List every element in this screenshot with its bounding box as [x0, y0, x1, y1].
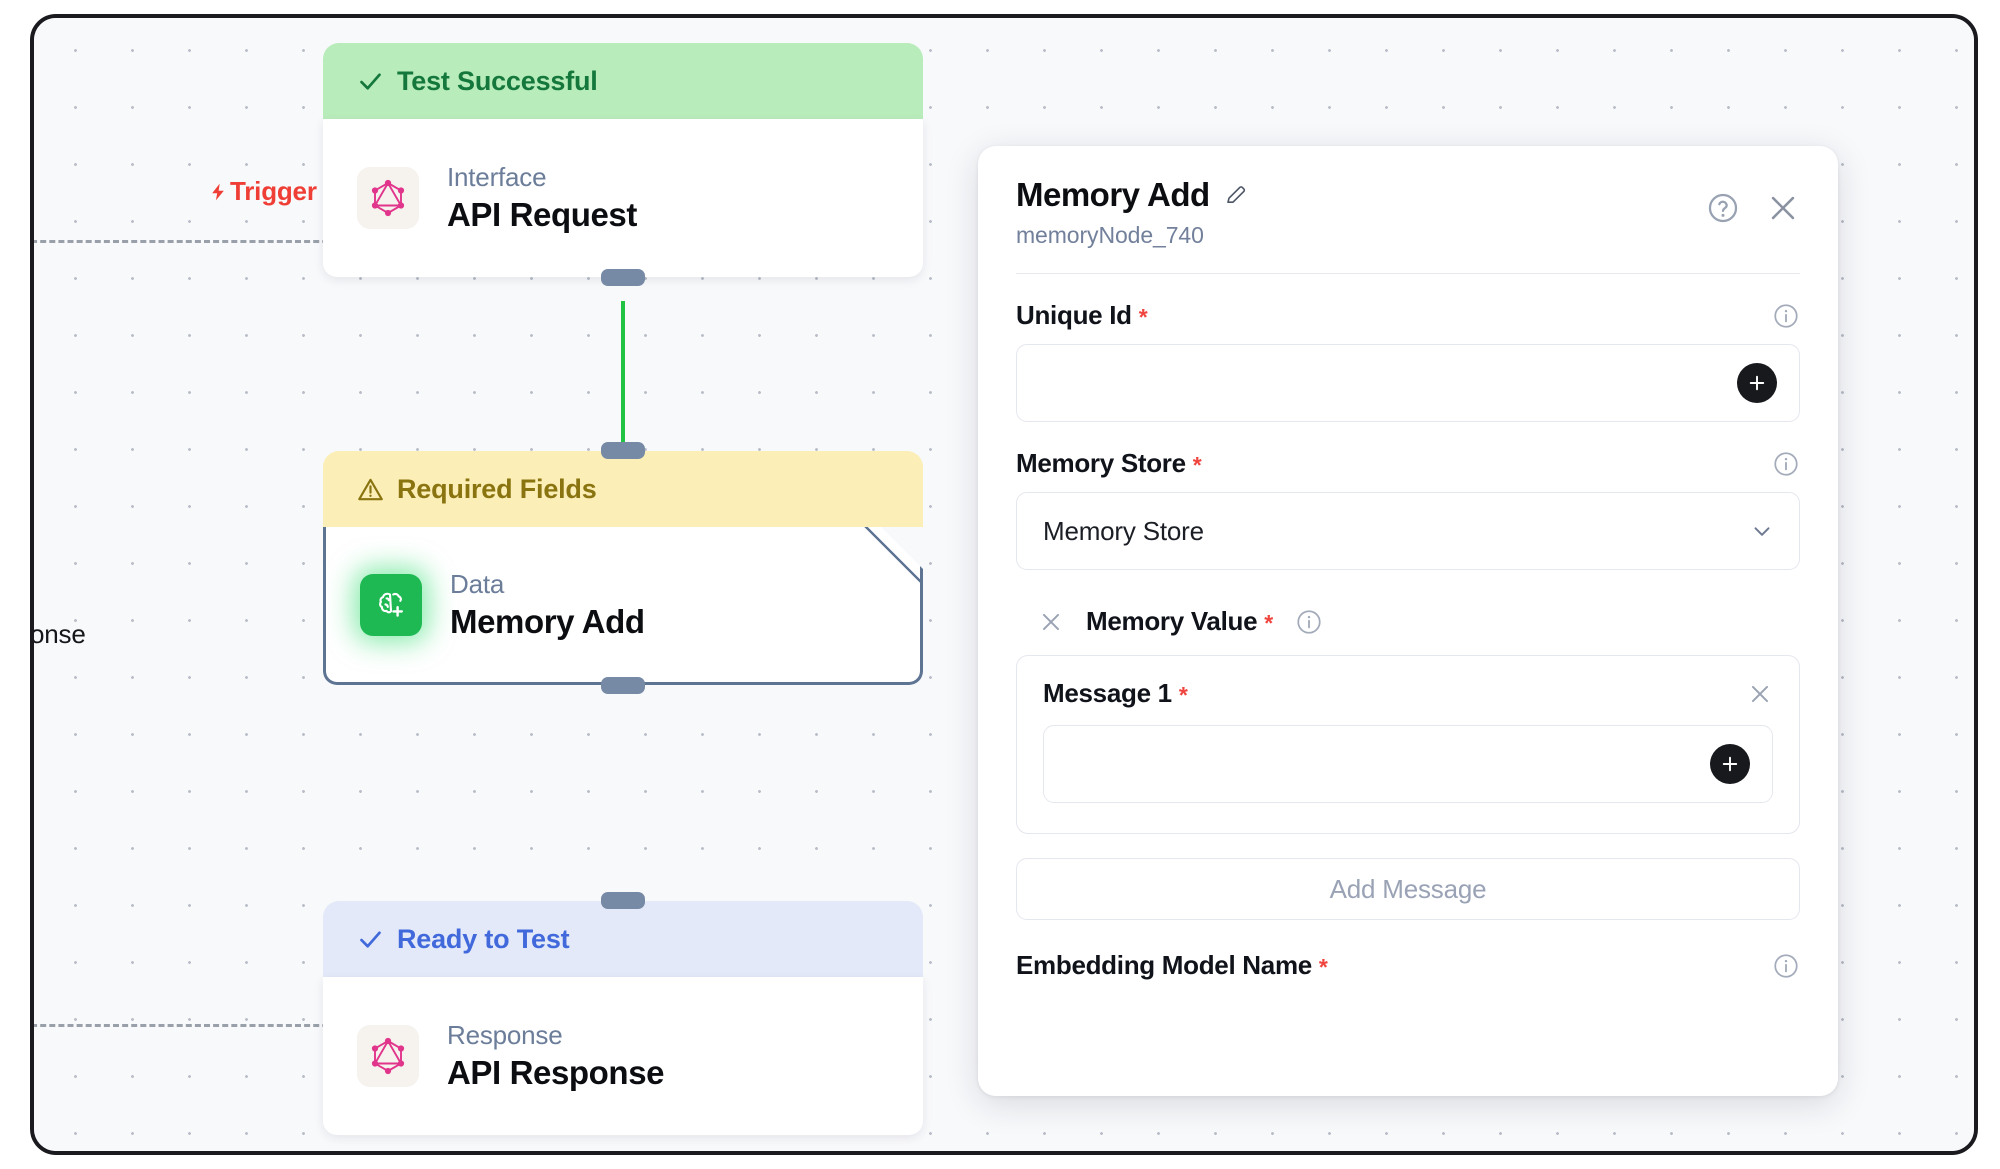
node-status-label: Required Fields [397, 473, 597, 504]
info-icon[interactable] [1772, 302, 1800, 330]
info-icon[interactable] [1772, 952, 1800, 980]
close-icon[interactable] [1747, 681, 1773, 707]
node-texts: Data Memory Add [450, 569, 645, 641]
add-variable-button[interactable] [1710, 744, 1750, 784]
info-icon[interactable] [1772, 450, 1800, 478]
message-card: Message 1 * [1016, 655, 1800, 834]
field-memory-store: Memory Store * Memory Store [1016, 448, 1800, 570]
close-icon[interactable] [1766, 191, 1800, 225]
field-label-text: Memory Value [1086, 606, 1258, 636]
panel-divider [1016, 273, 1800, 274]
required-marker: * [1318, 954, 1328, 980]
node-output-handle[interactable] [601, 677, 645, 694]
brain-plus-icon [360, 574, 422, 636]
panel-subtitle: memoryNode_740 [1016, 222, 1204, 248]
required-marker: * [1178, 682, 1188, 708]
node-output-handle[interactable] [601, 269, 645, 286]
panel-title: Memory Add [1016, 176, 1210, 213]
node-memory-add[interactable]: Required Fields [323, 442, 923, 694]
response-dashed-edge [34, 1024, 392, 1027]
graphql-icon [357, 167, 419, 229]
plus-icon [1749, 375, 1765, 391]
node-status-required-fields: Required Fields [323, 451, 923, 527]
node-texts: Interface API Request [447, 162, 637, 234]
node-input-handle[interactable] [601, 892, 645, 909]
node-api-response[interactable]: Ready to Test [323, 892, 923, 1135]
field-embedding-model-name: Embedding Model Name * [1016, 950, 1800, 981]
memory-store-select[interactable]: Memory Store [1016, 492, 1800, 570]
pencil-icon[interactable] [1224, 183, 1248, 207]
node-kind-label: Data [450, 568, 505, 599]
field-unique-id: Unique Id * [1016, 300, 1800, 422]
chevron-down-icon [1754, 527, 1770, 536]
node-body-api-response[interactable]: Response API Response [323, 977, 923, 1135]
info-icon[interactable] [1295, 608, 1323, 636]
node-kind-label: Response [447, 1020, 563, 1050]
node-texts: Response API Response [447, 1020, 665, 1092]
node-input-handle[interactable] [601, 442, 645, 459]
group-header-memory-value: Memory Value * [1038, 606, 1800, 637]
properties-panel[interactable]: Memory Add memoryNode_740 [978, 146, 1838, 1096]
add-message-button[interactable]: Add Message [1016, 858, 1800, 920]
trigger-dashed-edge [34, 240, 392, 243]
node-body-memory-add[interactable]: Data Memory Add [323, 527, 923, 685]
graphql-icon [357, 1025, 419, 1087]
field-label-embedding-model-name: Embedding Model Name * [1016, 950, 1328, 981]
field-label-text: Unique Id [1016, 300, 1132, 330]
node-body-api-request[interactable]: Interface API Request [323, 119, 923, 286]
panel-header: Memory Add memoryNode_740 [1016, 176, 1800, 249]
close-icon[interactable] [1038, 609, 1064, 635]
response-edge-label: onse [30, 619, 86, 649]
required-marker: * [1264, 610, 1273, 636]
node-title-label: API Response [447, 1054, 665, 1091]
help-circle-icon[interactable] [1706, 191, 1740, 225]
node-title-label: API Request [447, 196, 637, 233]
node-status-label: Ready to Test [397, 923, 570, 954]
check-icon [360, 72, 381, 90]
memory-store-selected-value: Memory Store [1043, 515, 1204, 546]
field-label-unique-id: Unique Id * [1016, 300, 1148, 331]
node-kind-label: Interface [447, 162, 547, 192]
app-window: Trigger onse Test Successful [30, 14, 1978, 1155]
warning-triangle-icon [358, 478, 383, 500]
flow-canvas[interactable]: Trigger onse Test Successful [34, 18, 1974, 1151]
field-label-text: Embedding Model Name [1016, 950, 1312, 980]
panel-bottom-fade [978, 1074, 1838, 1096]
check-icon [360, 930, 381, 948]
node-api-request[interactable]: Test Successful [323, 43, 923, 286]
field-label-memory-store: Memory Store * [1016, 448, 1202, 479]
field-label-memory-value: Memory Value * [1086, 606, 1273, 637]
unique-id-input[interactable] [1016, 344, 1800, 422]
node-status-label: Test Successful [397, 65, 598, 96]
required-marker: * [1138, 304, 1148, 330]
edge-api-request-to-memory-add [621, 301, 625, 459]
add-variable-button[interactable] [1737, 363, 1777, 403]
node-title-label: Memory Add [450, 602, 645, 640]
message-label-text: Message 1 [1043, 678, 1172, 708]
trigger-label: Trigger [208, 176, 317, 207]
node-status-test-successful: Test Successful [323, 43, 923, 119]
lightning-bolt-icon [212, 183, 224, 200]
trigger-label-text: Trigger [230, 176, 317, 206]
field-label-text: Memory Store [1016, 448, 1186, 478]
plus-icon [1722, 756, 1738, 772]
node-status-ready-to-test: Ready to Test [323, 901, 923, 977]
required-marker: * [1192, 452, 1202, 478]
message-title: Message 1 * [1043, 678, 1188, 709]
message-1-input[interactable] [1043, 725, 1773, 803]
